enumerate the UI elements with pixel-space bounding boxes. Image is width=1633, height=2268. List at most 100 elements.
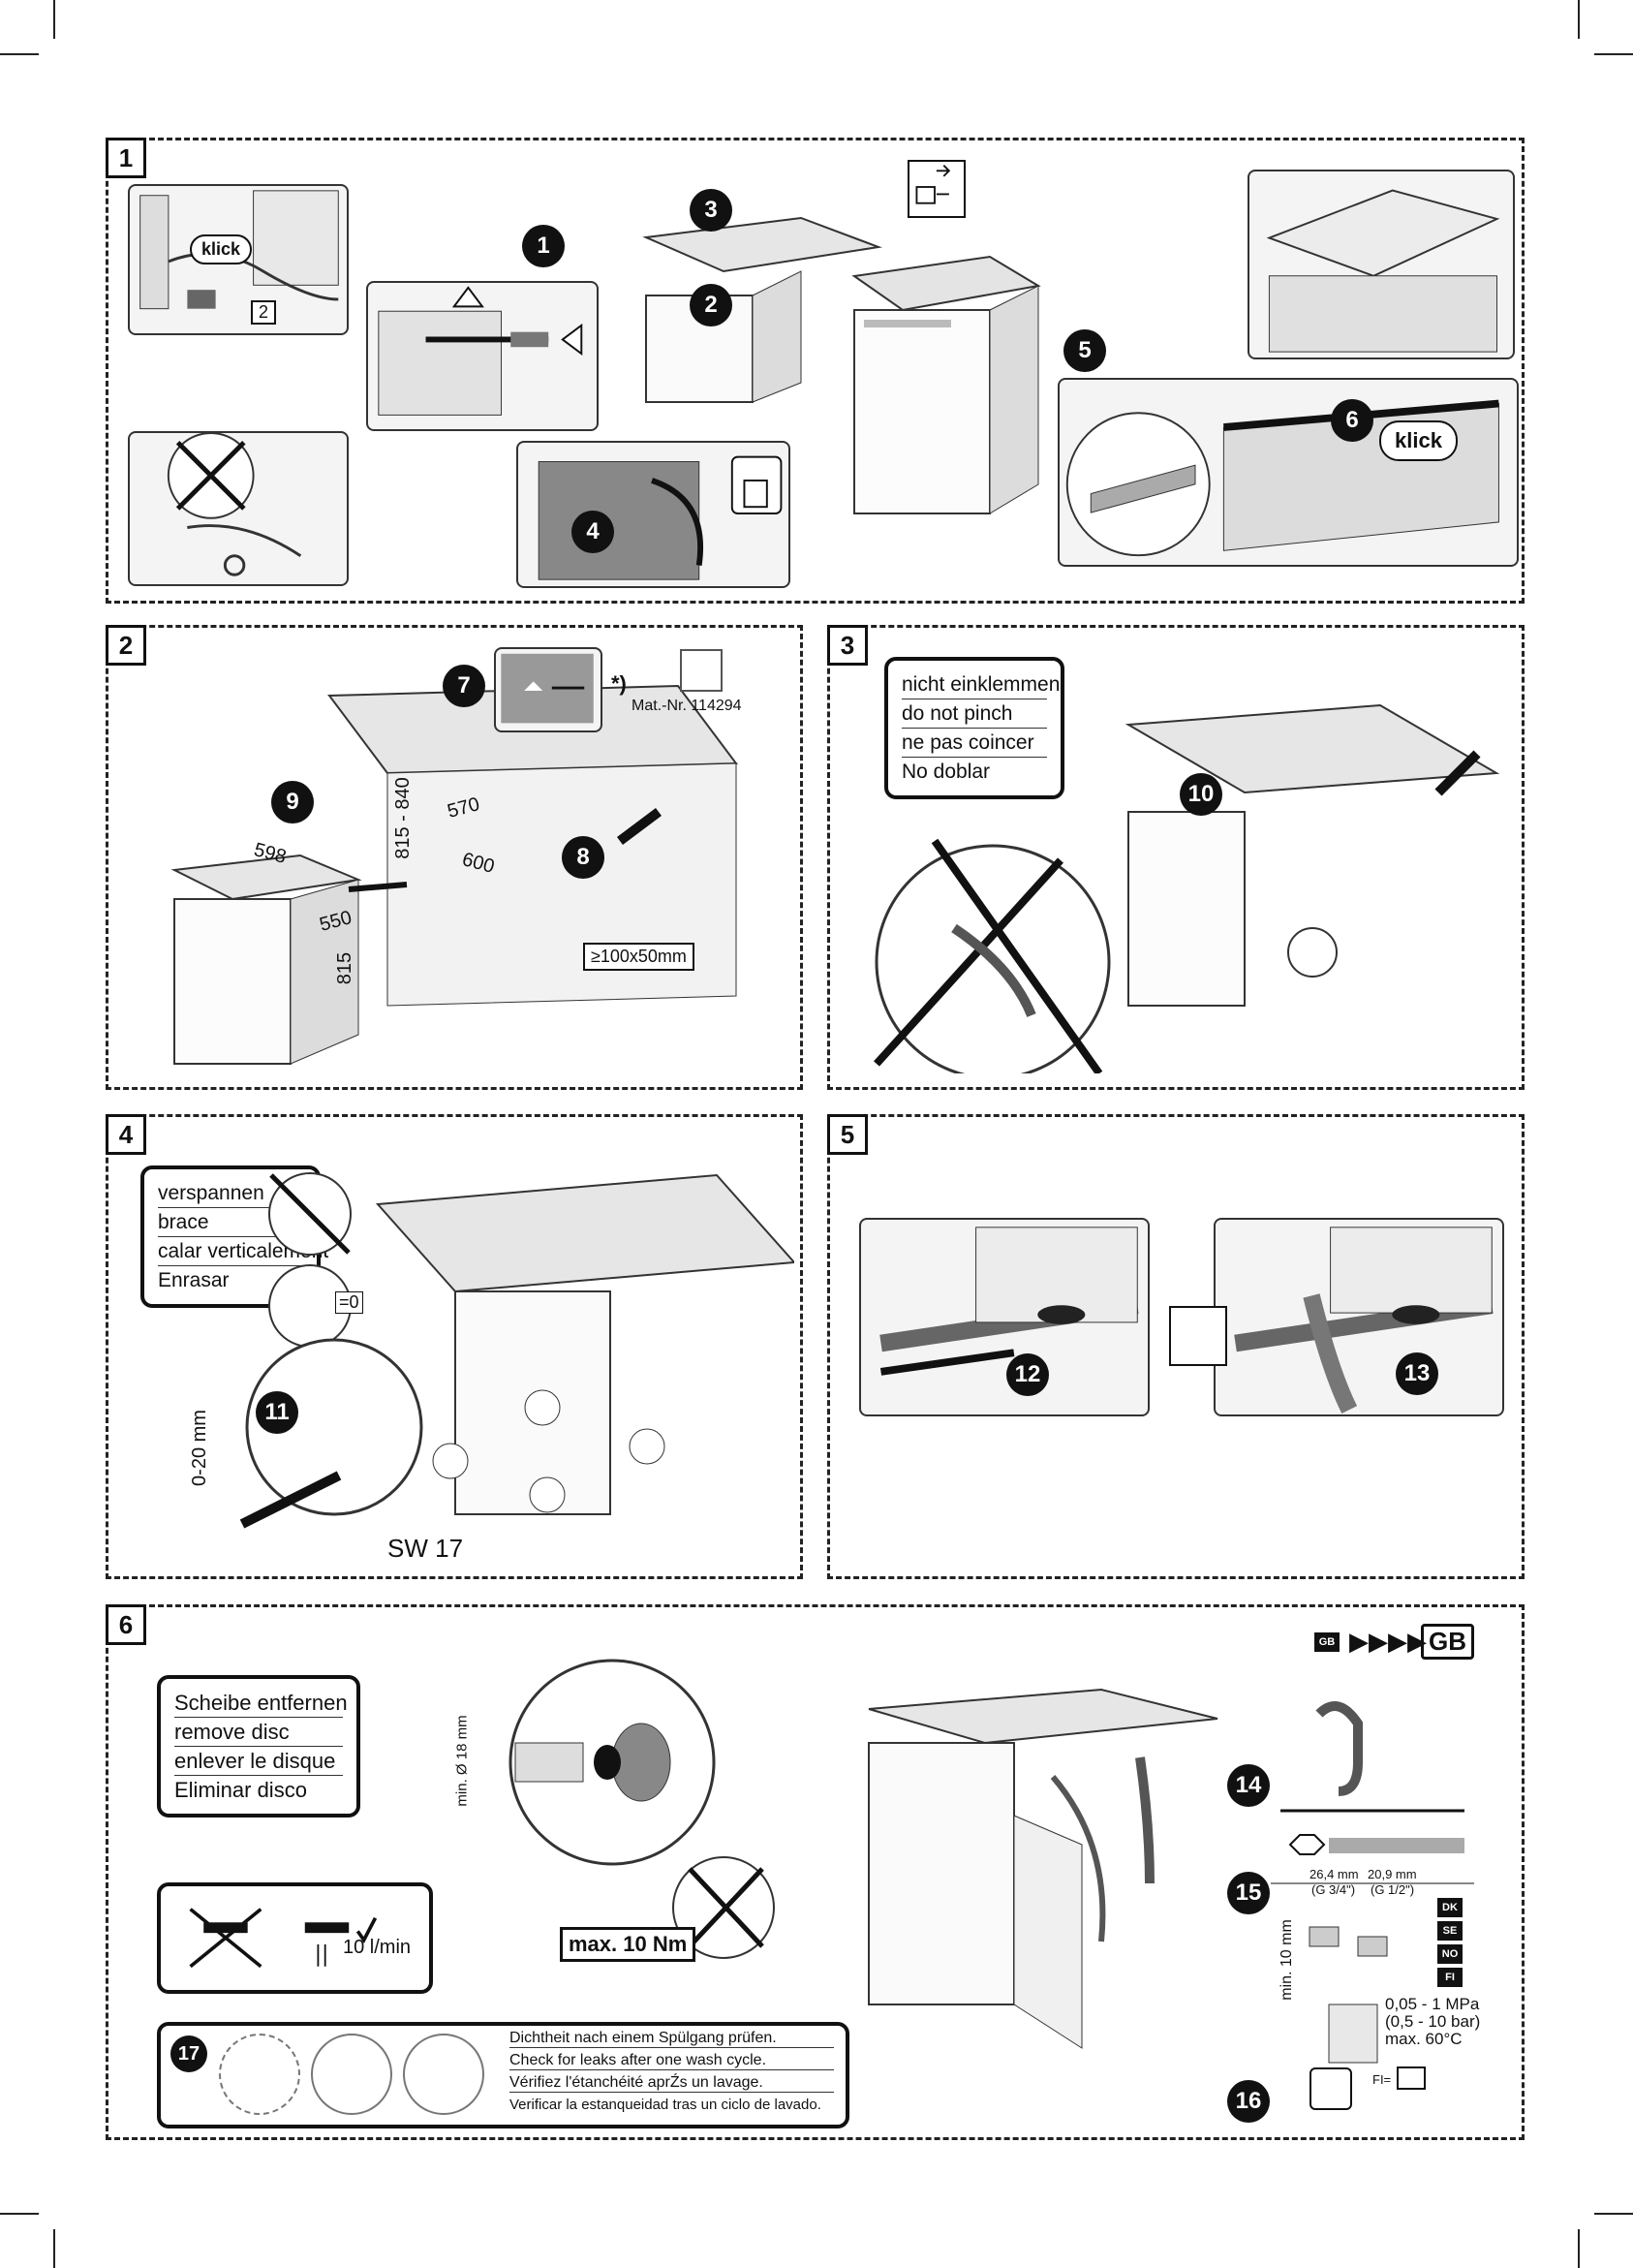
- dishwasher-drawing: [851, 255, 1041, 514]
- flow-rate: 10 l/min: [343, 1937, 412, 1958]
- panel-2: 2 *) Mat.-Nr. 114294 598 550 815 815 - 8…: [106, 625, 803, 1090]
- disc-line: remove disc: [174, 1718, 343, 1747]
- pinch-drawing: [874, 703, 1500, 1073]
- thread-type-1: (G 3/4"): [1311, 1882, 1356, 1897]
- step-number: 15: [1227, 1872, 1270, 1914]
- tap-flow-box: 10 l/min: [157, 1882, 433, 1994]
- plinth-cut-drawing: [879, 1227, 1139, 1376]
- connection-overview-drawing: [868, 1688, 1218, 2049]
- step-number: 10: [1180, 773, 1222, 816]
- panel-1: 1 klick 2: [106, 138, 1525, 604]
- panel-number: 1: [106, 138, 146, 178]
- asterisk-note: *): [611, 671, 627, 696]
- torque-drawing: [672, 1856, 775, 1959]
- edge-strip-drawing: [1065, 399, 1499, 557]
- dishwasher-lid-drawing: [642, 216, 882, 403]
- fi-symbol-icon: [1397, 2066, 1426, 2090]
- step-number: 13: [1396, 1352, 1438, 1395]
- step-number: 7: [443, 665, 485, 707]
- remove-strip-drawing: [1234, 1227, 1494, 1414]
- leak-check-box: 17 Dichtheit nach einem Spülgang prüfen.…: [157, 2022, 849, 2128]
- step-number: 8: [562, 836, 604, 879]
- arrows-icon: ▶▶▶▶: [1349, 1627, 1427, 1656]
- step-number: 11: [256, 1391, 298, 1434]
- tap-flow-drawing: [189, 1908, 378, 1969]
- step-number: 1: [522, 225, 565, 267]
- plug-icon: [908, 160, 966, 218]
- screwdriver-drawing: [378, 286, 583, 416]
- no-water-illustration: [128, 431, 349, 586]
- do-not-pinch-warning: nicht einklemmen do not pinch ne pas coi…: [884, 657, 1064, 799]
- crop-mark: [0, 2213, 39, 2215]
- wrench-size: SW 17: [387, 1534, 464, 1563]
- step-number: 16: [1227, 2080, 1270, 2123]
- panel-number: 2: [106, 625, 146, 666]
- leak-line: Dichtheit nach einem Spülgang prüfen.: [509, 2030, 834, 2048]
- warning-line: do not pinch: [902, 699, 1047, 729]
- pressure-line: (0,5 - 10 bar): [1385, 2012, 1481, 2031]
- step-number: 3: [690, 189, 732, 232]
- country-badge: DK: [1437, 1898, 1463, 1917]
- hex-label: 2: [251, 300, 277, 325]
- clip-drawing: [139, 190, 339, 310]
- pressure-line: max. 60°C: [1385, 2030, 1463, 2048]
- plug-symbol: [915, 165, 951, 204]
- step-number: 17: [170, 2035, 207, 2072]
- check-icon: [219, 2034, 300, 2115]
- warning-line: brace: [158, 1208, 303, 1237]
- min-length: min. 10 mm: [1278, 1919, 1295, 2001]
- panel-6: 6 Scheibe entfernen remove disc enlever …: [106, 1604, 1525, 2140]
- hose-diameter: min. Ø 18 mm: [453, 1715, 471, 1807]
- step-number: 4: [571, 511, 614, 553]
- country-badge: FI: [1437, 1968, 1463, 1987]
- warning-line: No doblar: [902, 761, 991, 783]
- bin-icon: [1169, 1306, 1227, 1366]
- panel-4: 4 verspannen brace calar verticalement E…: [106, 1114, 803, 1579]
- step-number: 9: [271, 781, 314, 823]
- dim-height: 815: [334, 951, 356, 985]
- tap-drawing: [167, 433, 302, 576]
- hose-connector-drawing: [508, 1659, 716, 1866]
- adjust-range: 0-20 mm: [188, 1410, 210, 1486]
- thread-type-2: (G 1/2"): [1371, 1882, 1415, 1897]
- step-number: 12: [1006, 1353, 1049, 1396]
- leak-line: Check for leaks after one wash cycle.: [509, 2052, 834, 2070]
- crop-mark: [53, 0, 55, 39]
- disc-line: enlever le disque: [174, 1747, 343, 1776]
- panel-3: 3 nicht einklemmen do not pinch ne pas c…: [827, 625, 1525, 1090]
- klick-label: klick: [190, 234, 253, 264]
- leak-line: Vérifiez l'étanchéité aprŹs un lavage.: [509, 2074, 834, 2093]
- detail-inset: [494, 647, 602, 732]
- check-icon: [403, 2034, 484, 2115]
- gb-small-badge: GB: [1314, 1632, 1340, 1652]
- thread-size-2: 20,9 mm: [1368, 1867, 1417, 1881]
- step-number: 2: [690, 284, 732, 326]
- plinth-cut-illustration: 12: [859, 1218, 1150, 1416]
- remove-worktop-illustration: 4: [516, 441, 790, 588]
- disc-line: Scheibe entfernen: [174, 1689, 348, 1718]
- country-badge: SE: [1437, 1921, 1463, 1941]
- worktop-removal-drawing: [538, 455, 783, 580]
- edge-strip-illustration: klick 6: [1058, 378, 1519, 567]
- panel-number: 6: [106, 1604, 146, 1645]
- crop-mark: [1578, 2229, 1580, 2268]
- leak-line: Verificar la estanqueidad tras un ciclo …: [509, 2097, 821, 2113]
- drain-spec-drawing: [1271, 1701, 1474, 2064]
- panel-number: 5: [827, 1114, 868, 1155]
- cabinet-top-illustration: [1248, 170, 1515, 359]
- dishwasher-top-illustration: [636, 189, 888, 412]
- dim-range: 815 - 840: [391, 777, 414, 859]
- step-number: 5: [1063, 329, 1106, 372]
- remove-disc-note: Scheibe entfernen remove disc enlever le…: [157, 1675, 360, 1818]
- cabinet-top-drawing: [1266, 189, 1500, 353]
- step-number: 6: [1331, 399, 1373, 442]
- crop-mark: [0, 53, 39, 55]
- panel-number: 4: [106, 1114, 146, 1155]
- fi-label: FI=: [1372, 2072, 1392, 2087]
- max-torque: max. 10 Nm: [560, 1927, 696, 1962]
- warning-line: verspannen: [158, 1179, 303, 1208]
- disc-line: Eliminar disco: [174, 1778, 307, 1802]
- part-icon: [680, 649, 723, 692]
- crop-mark: [1594, 53, 1633, 55]
- pressure-line: 0,05 - 1 MPa: [1385, 1995, 1480, 2013]
